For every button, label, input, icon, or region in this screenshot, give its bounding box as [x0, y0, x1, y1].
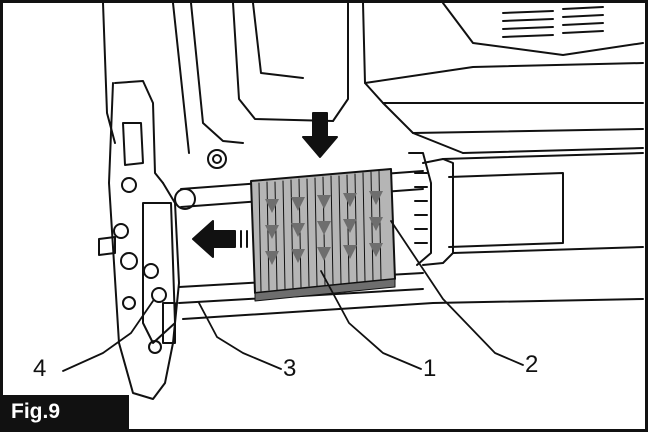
leader-1	[320, 270, 422, 370]
leader-3	[198, 302, 282, 370]
magazine-rails	[178, 152, 644, 320]
nose-plate	[98, 80, 196, 400]
leader-2	[390, 220, 524, 366]
callout-4: 4	[33, 355, 47, 382]
callout-1: 1	[423, 355, 437, 382]
down-arrow-icon	[302, 112, 338, 158]
callout-2: 2	[525, 351, 539, 378]
tool-body	[102, 3, 644, 169]
figure-label: Fig.9	[3, 395, 129, 429]
nail-cartridge	[250, 168, 396, 302]
leader-4	[62, 300, 154, 372]
nailer-magazine-illustration	[62, 3, 644, 400]
left-arrow-icon	[192, 220, 248, 258]
leader-lines	[62, 220, 524, 372]
callout-3: 3	[283, 355, 297, 382]
